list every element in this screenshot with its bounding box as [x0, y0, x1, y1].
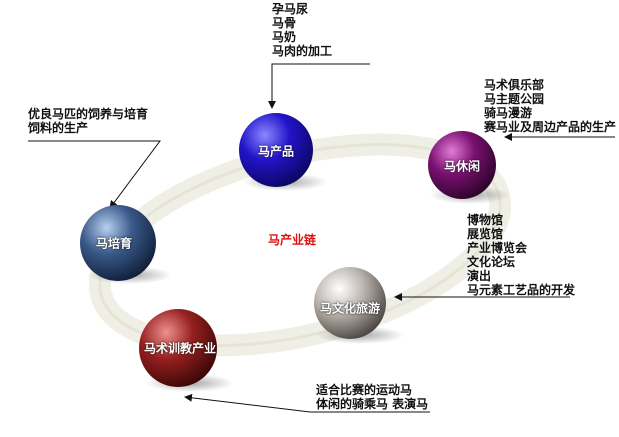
note-leisure-line: 骑马漫游	[484, 106, 533, 120]
arrow-training	[184, 393, 430, 413]
note-culture-line: 产业博览会	[467, 241, 528, 255]
node-label-breeding: 马培育	[95, 236, 133, 251]
note-breeding-line: 饲料的生产	[28, 121, 89, 135]
note-leisure-line: 马主题公园	[484, 92, 545, 106]
node-breeding	[80, 205, 172, 284]
note-product-line: 马肉的加工	[272, 44, 333, 58]
center-label: 马产业链	[268, 233, 317, 247]
note-training: 适合比赛的运动马 体闲的骑乘马 表演马	[316, 383, 428, 411]
note-culture-line: 文化论坛	[467, 255, 516, 269]
note-culture-line: 演出	[467, 269, 492, 283]
note-culture: 博物馆 展览馆 产业博览会 文化论坛 演出 马元素工艺品的开发	[467, 213, 575, 297]
note-product-line: 孕马尿	[272, 2, 309, 16]
note-product-line: 马骨	[272, 16, 297, 30]
note-culture-line: 博物馆	[467, 213, 504, 227]
node-label-culture: 马文化旅游	[319, 301, 381, 316]
node-leisure	[428, 131, 510, 204]
arrow-breeding	[28, 140, 161, 209]
arrow-product	[268, 63, 370, 109]
connector-lines	[28, 63, 615, 413]
note-product-line: 马奶	[272, 30, 297, 44]
note-breeding-line: 优良马匹的饲养与培育	[28, 107, 149, 121]
note-leisure: 马术俱乐部 马主题公园 骑马漫游 赛马业及周边产品的生产	[484, 78, 616, 134]
note-training-line: 适合比赛的运动马	[316, 383, 413, 397]
node-label-training: 马术训教产业	[143, 341, 217, 356]
note-culture-line: 展览馆	[467, 227, 504, 241]
note-leisure-line: 赛马业及周边产品的生产	[484, 120, 617, 134]
note-breeding: 优良马匹的饲养与培育 饲料的生产	[28, 107, 148, 135]
note-training-line: 体闲的骑乘马 表演马	[316, 397, 429, 411]
note-leisure-line: 马术俱乐部	[484, 78, 545, 92]
node-product	[239, 113, 327, 191]
node-culture	[314, 267, 404, 344]
node-training	[139, 309, 234, 392]
node-label-leisure: 马休闲	[443, 159, 481, 174]
note-culture-line: 马元素工艺品的开发	[467, 283, 576, 297]
node-label-product: 马产品	[257, 144, 295, 159]
note-product: 孕马尿 马骨 马奶 马肉的加工	[272, 2, 332, 58]
